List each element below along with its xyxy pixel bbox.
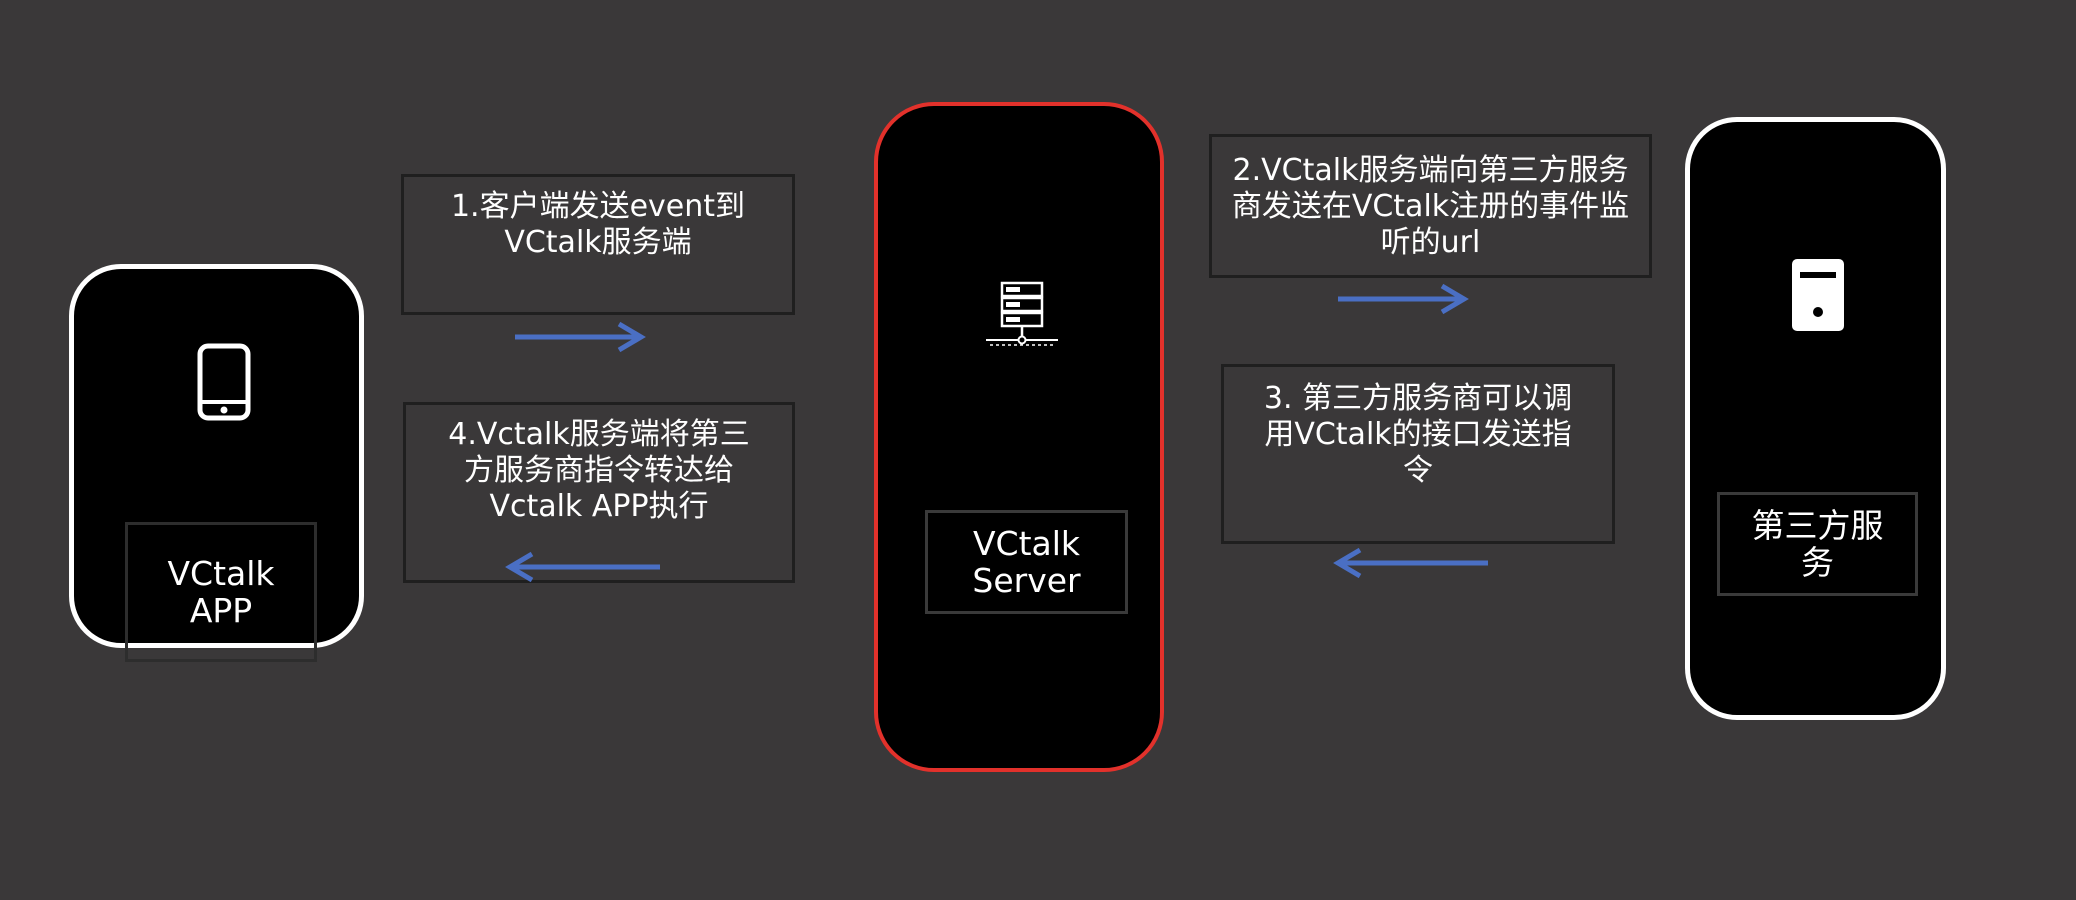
server-rack-icon [984, 280, 1060, 348]
third-party-label-text: 第三方服务 [1751, 506, 1884, 582]
step-1-text: 1.客户端发送event到VCtalk服务端 [450, 189, 746, 260]
step-3-box: 3. 第三方服务商可以调用VCtalk的接口发送指令 [1221, 364, 1615, 544]
server-label-text: VCtalk Server [972, 524, 1081, 600]
step-1-box: 1.客户端发送event到VCtalk服务端 [401, 174, 795, 315]
app-device [69, 264, 364, 648]
app-label-text: VCtalk APP [167, 554, 275, 630]
app-label: VCtalk APP [125, 522, 317, 662]
smartphone-icon [196, 342, 252, 422]
arrow-right-2 [1338, 283, 1470, 315]
server-label: VCtalk Server [925, 510, 1128, 614]
step-2-text: 2.VCtalk服务端向第三方服务商发送在VCtalk注册的事件监听的url [1231, 153, 1630, 260]
step-2-box: 2.VCtalk服务端向第三方服务商发送在VCtalk注册的事件监听的url [1209, 134, 1652, 278]
step-3-text: 3. 第三方服务商可以调用VCtalk的接口发送指令 [1263, 381, 1573, 488]
server-device [874, 102, 1164, 772]
arrow-left-3 [1332, 547, 1488, 579]
third-party-label: 第三方服务 [1717, 492, 1918, 596]
step-4-text: 4.Vctalk服务端将第三方服务商指令转达给Vctalk APP执行 [448, 417, 750, 524]
arrow-right-1 [515, 321, 647, 353]
tower-server-icon [1789, 256, 1847, 334]
arrow-left-4 [504, 551, 660, 583]
third-party-device [1685, 117, 1946, 720]
step-4-box: 4.Vctalk服务端将第三方服务商指令转达给Vctalk APP执行 [403, 402, 795, 583]
